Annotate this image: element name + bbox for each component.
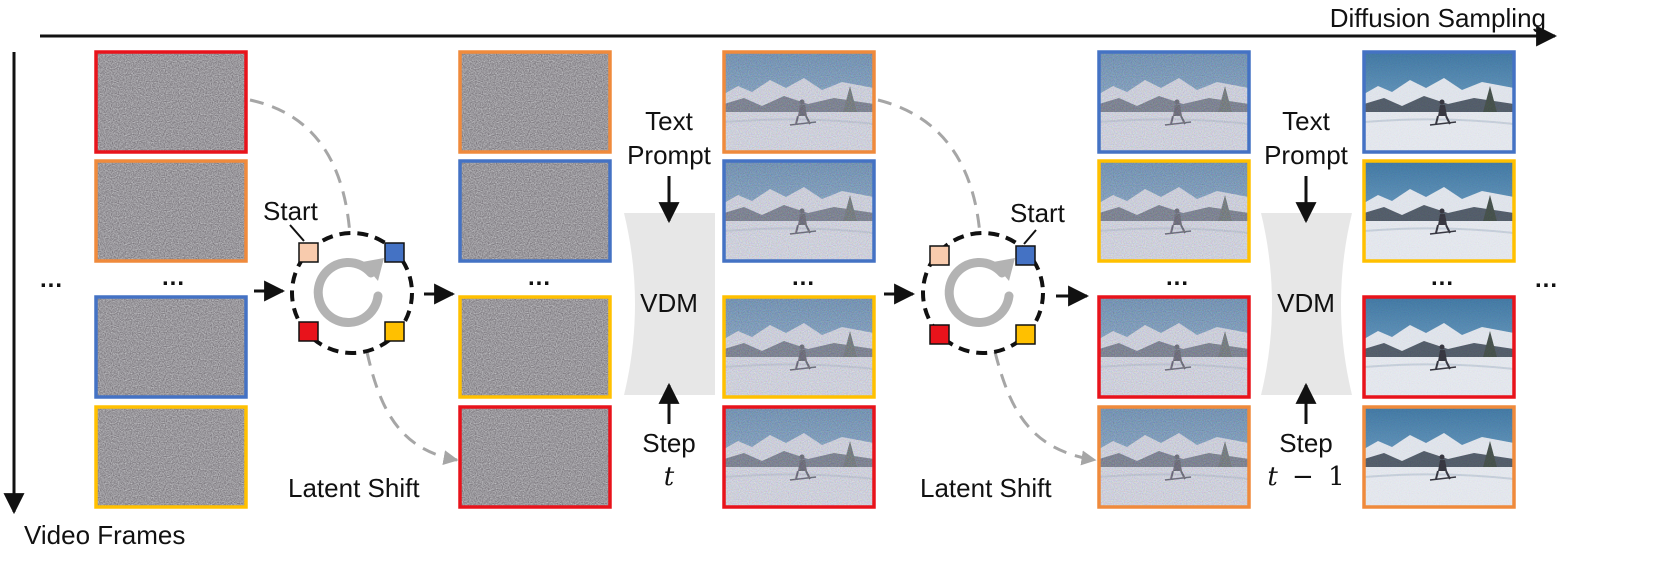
shifted-noise-frame-4: [458, 405, 612, 509]
ellipsis-col-5: ...: [1431, 264, 1455, 291]
shifted-step-t-frame-1: [1097, 50, 1251, 154]
denoised-step-t-minus-1-frame-2: [1362, 159, 1516, 263]
text-prompt-label-2: Text Prompt: [1256, 106, 1356, 170]
text-prompt-line-2: Prompt: [627, 140, 711, 170]
vdm-label-2: VDM: [1277, 288, 1335, 318]
initial-noise-frame-1: [94, 50, 248, 154]
step-label-2: Step t − 1: [1246, 428, 1366, 492]
step-word: Step: [1279, 428, 1333, 458]
ellipsis-col-4: ...: [1166, 264, 1190, 291]
latent-shift-label-2: Latent Shift: [920, 473, 1052, 503]
shift-path-bottom-2: [993, 351, 1097, 466]
initial-noise-frame-3: [94, 295, 248, 399]
step-label-1: Step t: [619, 428, 719, 492]
initial-noise-frame-2: [94, 159, 248, 263]
start-pointer-1: [289, 224, 305, 242]
denoised-step-t-frame-4: [722, 405, 876, 509]
denoised-step-t-minus-1-frame-3: [1362, 295, 1516, 399]
step-symbol-var: t: [1267, 462, 1278, 492]
marker-yellow: [384, 321, 405, 342]
shifted-step-t-frame-2: [1097, 159, 1251, 263]
ellipsis-col-1: ...: [162, 264, 186, 291]
text-prompt-line-2: Prompt: [1264, 140, 1348, 170]
shifted-noise-frame-2: [458, 159, 612, 263]
step-word: Step: [642, 428, 696, 458]
shift-path-top-1: [249, 98, 352, 236]
shifted-noise-frame-3: [458, 295, 612, 399]
vdm-block-1: [624, 213, 715, 395]
start-label-1: Start: [263, 196, 318, 226]
ellipsis-col-3: ...: [792, 264, 816, 291]
step-symbol-op: −: [1292, 462, 1314, 492]
latent-shift-label-1: Latent Shift: [288, 473, 420, 503]
marker-yellow: [1015, 324, 1036, 345]
ellipsis-right: ...: [1535, 266, 1559, 293]
initial-noise-frame-4: [94, 405, 248, 509]
start-pointer-2: [1023, 229, 1037, 245]
marker-red: [298, 321, 319, 342]
vdm-label-1: VDM: [640, 288, 698, 318]
frame-columns: [94, 50, 1516, 509]
denoised-step-t-frame-1: [722, 50, 876, 154]
text-prompt-label-1: Text Prompt: [619, 106, 719, 170]
marker-peach: [298, 242, 319, 263]
shifted-step-t-frame-4: [1097, 405, 1251, 509]
marker-peach: [929, 245, 950, 266]
ellipsis-left: ...: [40, 266, 64, 293]
text-prompt-line-1: Text: [645, 106, 693, 136]
marker-red: [929, 324, 950, 345]
denoised-step-t-frame-2: [722, 159, 876, 263]
video-frames-label: Video Frames: [24, 520, 186, 550]
rotation-arrow-icon: [944, 258, 1014, 327]
denoised-step-t-minus-1-frame-4: [1362, 405, 1516, 509]
rotation-arrow-icon: [313, 258, 383, 327]
shifted-noise-frame-1: [458, 50, 612, 154]
step-symbol-num: 1: [1328, 462, 1345, 492]
vdm-block-2: [1261, 213, 1352, 395]
start-label-2: Start: [1010, 198, 1065, 228]
marker-blue: [1015, 245, 1036, 266]
diffusion-sampling-label: Diffusion Sampling: [1329, 3, 1546, 33]
ellipsis-col-2: ...: [528, 264, 552, 291]
denoised-step-t-minus-1-frame-1: [1362, 50, 1516, 154]
text-prompt-line-1: Text: [1282, 106, 1330, 136]
step-symbol-t: t: [663, 462, 675, 492]
latent-shift-circle-1: [289, 224, 414, 355]
latent-shift-circle-2: [921, 229, 1045, 355]
shift-path-top-2: [877, 98, 982, 236]
marker-blue: [384, 242, 405, 263]
shifted-step-t-frame-3: [1097, 295, 1251, 399]
shift-path-bottom-1: [365, 351, 459, 466]
denoised-step-t-frame-3: [722, 295, 876, 399]
step-symbol-t-minus-1: t − 1: [1246, 462, 1366, 492]
